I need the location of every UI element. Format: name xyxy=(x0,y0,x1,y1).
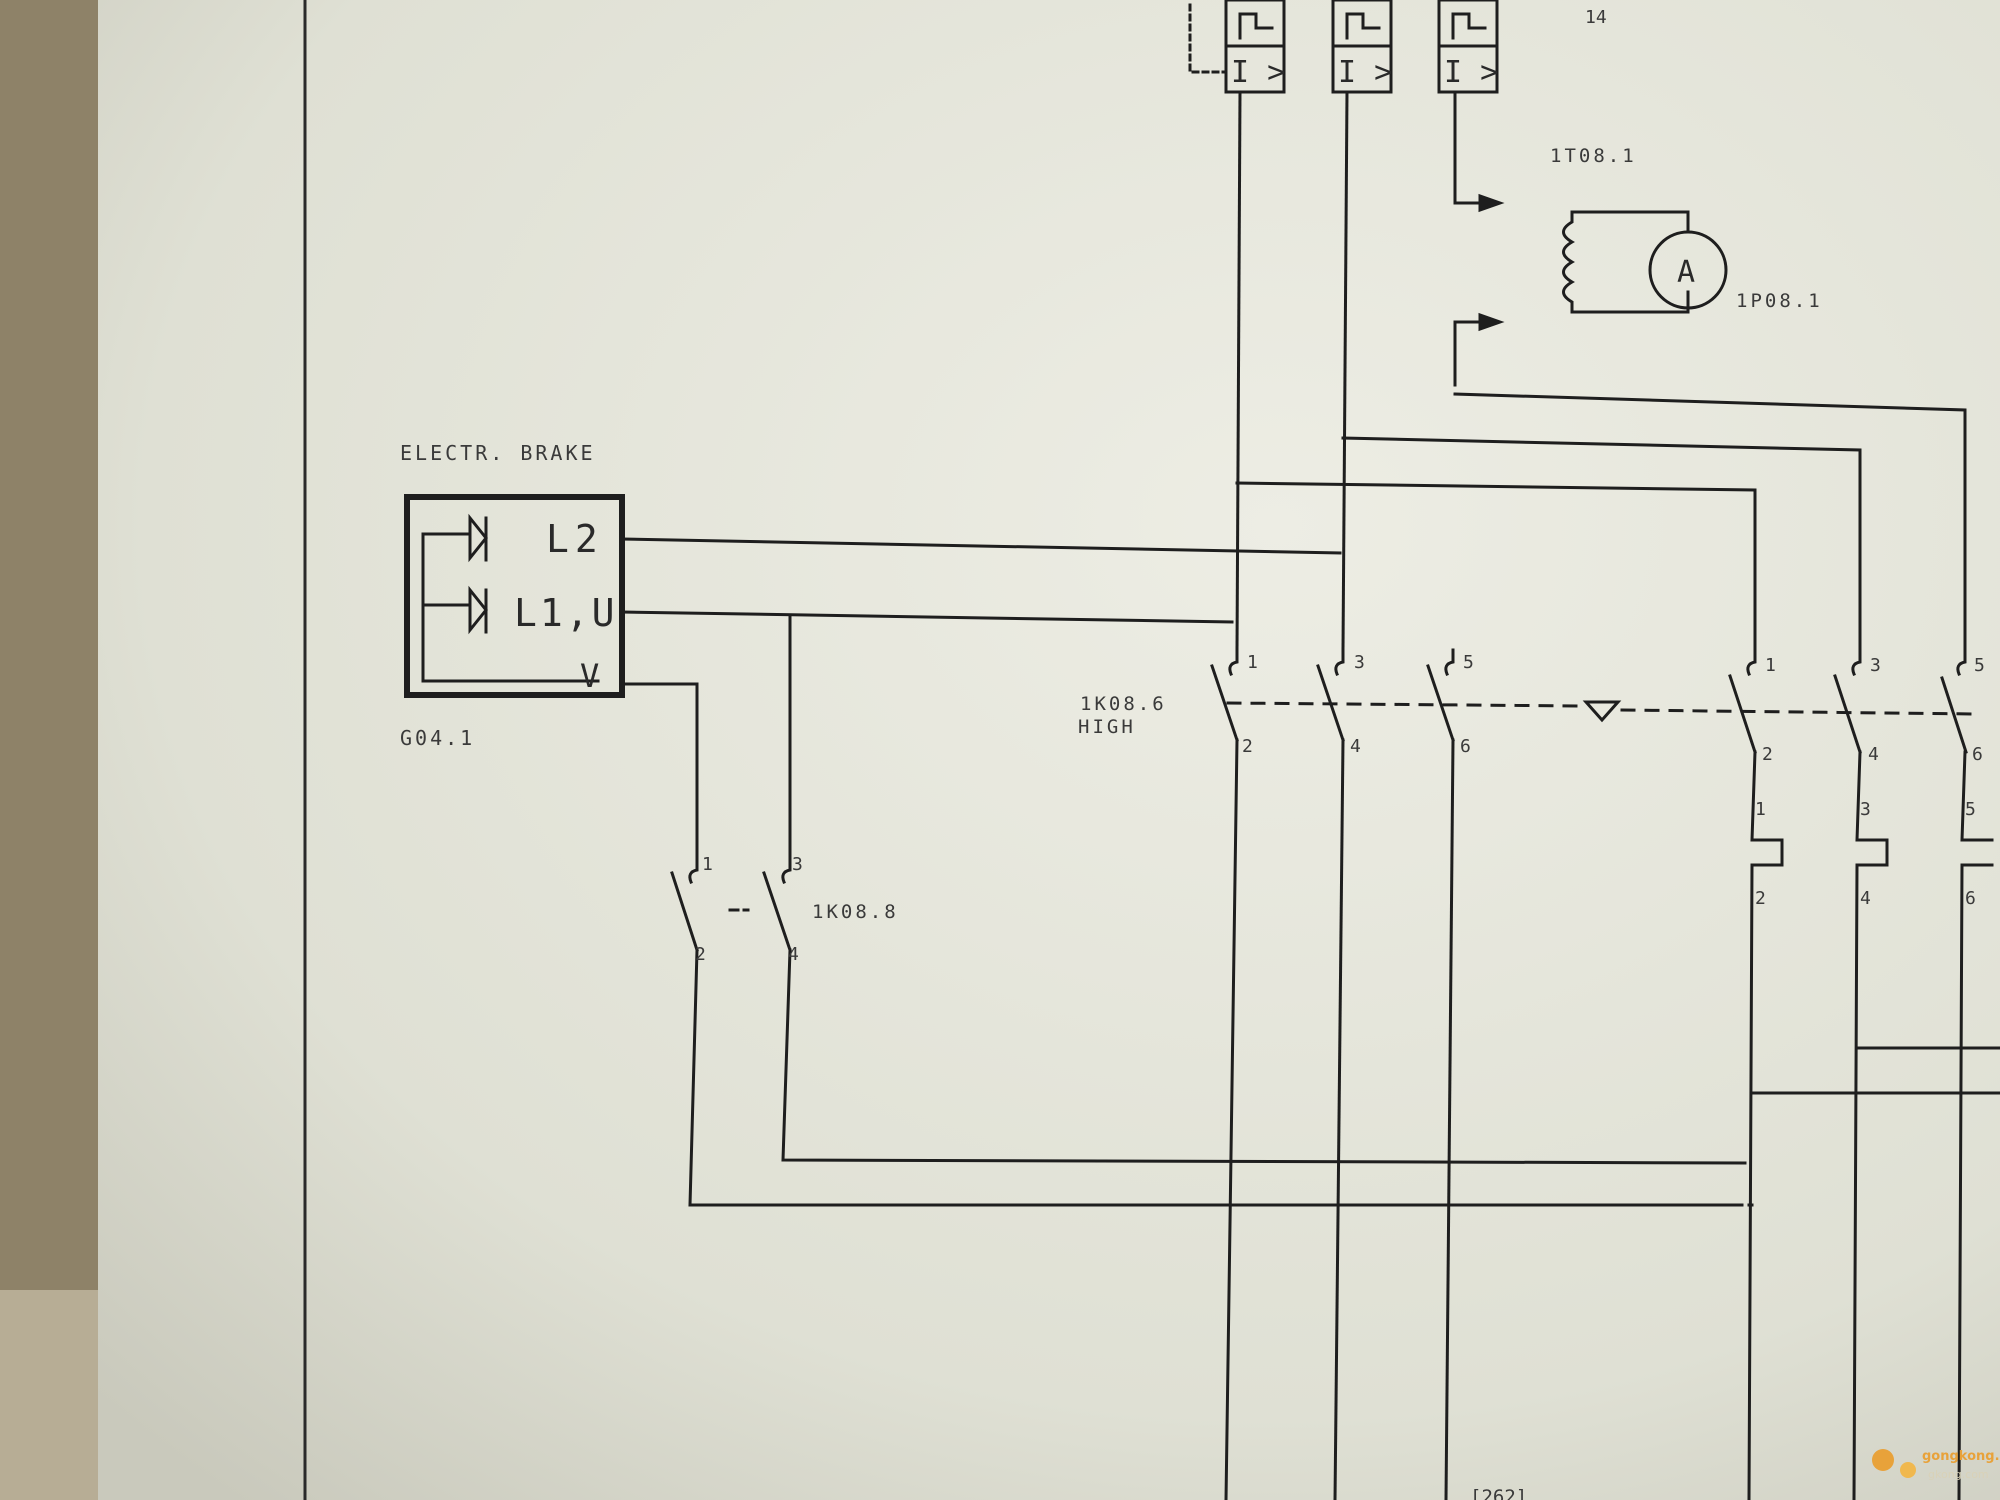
pin-a1: 1 xyxy=(1247,652,1258,673)
paper-sheet xyxy=(98,0,2000,1500)
breaker-symbol-3: I > xyxy=(1444,55,1498,90)
cross-wire-2 xyxy=(1341,436,1862,652)
terminal-l2: L2 xyxy=(546,517,604,561)
interlock-triangle xyxy=(1582,700,1622,723)
pin-c2: 2 xyxy=(1755,888,1766,909)
pin-a2: 2 xyxy=(1242,736,1253,757)
mechanical-link-dashed xyxy=(1226,701,1584,708)
pin-b2: 2 xyxy=(1762,744,1773,765)
contactor-1k08-6-group-a xyxy=(1210,648,1455,1500)
breaker-aux-dashed xyxy=(1188,3,1228,74)
pin-b3: 3 xyxy=(1870,655,1881,676)
ammeter-symbol: A xyxy=(1677,255,1695,290)
label-1p08-1: 1P08.1 xyxy=(1736,290,1823,312)
brake-title: ELECTR. BRAKE xyxy=(400,441,596,465)
breaker-symbol-1: I > xyxy=(1231,55,1285,90)
brake-id: G04.1 xyxy=(400,726,475,750)
terminal-l1u: L1,U xyxy=(514,591,618,635)
wire-v xyxy=(620,682,699,860)
pin-c3: 3 xyxy=(1860,799,1871,820)
pin-c5: 5 xyxy=(1965,799,1976,820)
pin-b1: 1 xyxy=(1765,655,1776,676)
watermark-logo: gongkong.com gkong.com xyxy=(1872,1449,2000,1481)
label-1t08-1: 1T08.1 xyxy=(1550,145,1637,167)
cross-wire-1 xyxy=(1235,481,1757,652)
pin-c4: 4 xyxy=(1860,888,1871,909)
breaker-stack-3 xyxy=(1437,0,1499,94)
overload-relay xyxy=(1747,750,1994,1500)
bottom-ref: [262] xyxy=(1470,1486,1527,1500)
watermark-url: gkong.com xyxy=(1928,1468,1989,1481)
pin-a4: 4 xyxy=(1350,736,1361,757)
pin-a6: 6 xyxy=(1460,736,1471,757)
contactor-1k08-8 xyxy=(670,856,1747,1207)
bus-phase-1 xyxy=(1235,90,1242,652)
ammeter xyxy=(1648,230,1728,310)
current-transformer-1t08-1 xyxy=(1453,90,1690,387)
pin-c6: 6 xyxy=(1965,888,1976,909)
pin-a3: 3 xyxy=(1354,652,1365,673)
pin-b5: 5 xyxy=(1974,655,1985,676)
breaker-symbol-2: I > xyxy=(1338,55,1392,90)
pin-b4: 4 xyxy=(1868,744,1879,765)
contactor-brake-id: 1K08.8 xyxy=(812,901,899,923)
pin-d1: 1 xyxy=(702,854,713,875)
pin-d3: 3 xyxy=(792,854,803,875)
pin-d2: 2 xyxy=(695,944,706,965)
pin-a5: 5 xyxy=(1463,652,1474,673)
breaker-stack-2 xyxy=(1331,0,1393,94)
cross-wire-3 xyxy=(1453,392,1967,652)
contactor-1k08-6-group-b xyxy=(1728,648,1968,754)
pin-c1: 1 xyxy=(1755,799,1766,820)
contactor-high-mode: HIGH xyxy=(1078,716,1136,738)
terminal-v: V xyxy=(580,657,599,695)
breaker-stack-1 xyxy=(1224,0,1286,94)
desk-shadow xyxy=(0,1290,110,1500)
breaker-label-14: 14 xyxy=(1585,7,1607,28)
mechanical-link-dashed-2 xyxy=(1620,708,1977,716)
watermark-brand: gongkong.com xyxy=(1922,1449,2000,1464)
pin-d4: 4 xyxy=(788,944,799,965)
contactor-high-id: 1K08.6 xyxy=(1080,693,1167,715)
bus-phase-2 xyxy=(1341,90,1349,652)
wire-l2 xyxy=(620,537,1342,555)
pin-b6: 6 xyxy=(1972,744,1983,765)
wire-l1u xyxy=(620,610,1234,624)
electr-brake-unit xyxy=(404,494,625,698)
